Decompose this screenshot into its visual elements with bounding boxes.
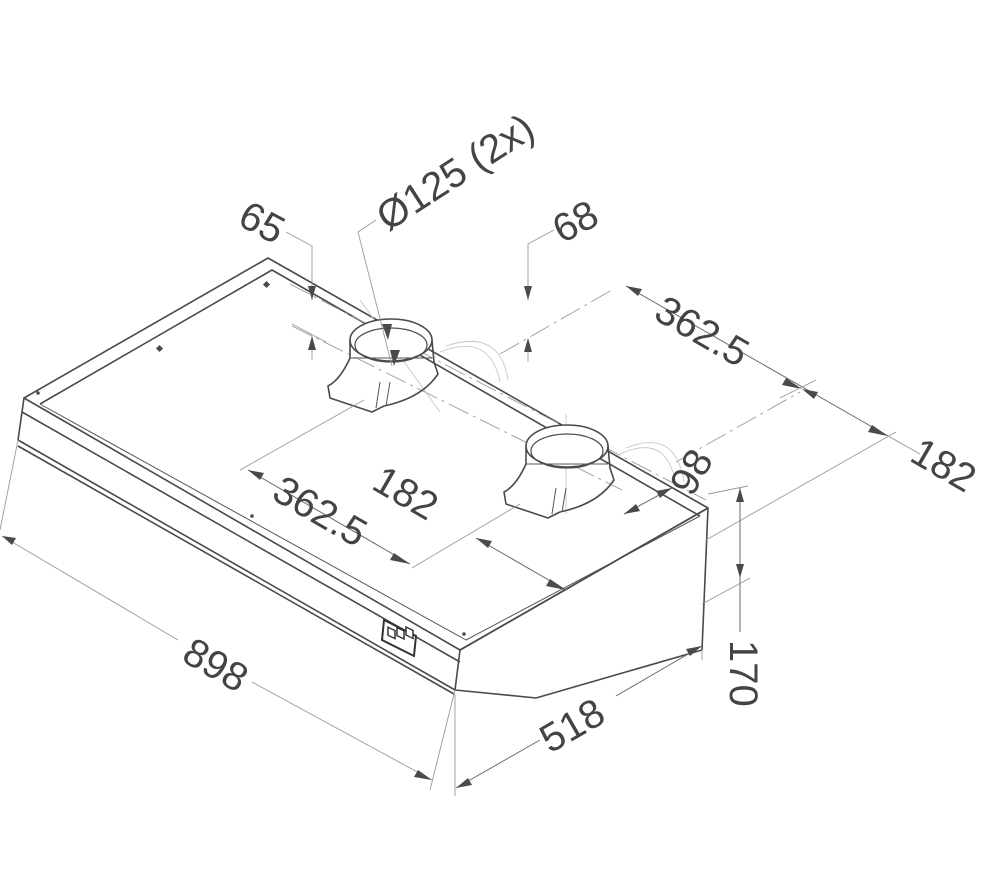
top-inner-rim-front	[39, 403, 467, 641]
dim-label-170: 170	[721, 640, 765, 707]
front-bottom-edge	[17, 439, 456, 691]
screw-hole	[462, 632, 466, 636]
screw-hole	[250, 514, 254, 518]
top-inner-rim-right	[465, 515, 701, 641]
dim-label-362-5-front: 362.5	[266, 468, 375, 556]
control-button-3[interactable]	[405, 625, 414, 640]
control-button-2[interactable]	[396, 626, 405, 641]
side-back-edge	[701, 507, 709, 651]
dim-label-518: 518	[533, 690, 613, 761]
side-bottom-edge	[454, 649, 703, 699]
control-panel[interactable]	[380, 618, 418, 658]
mounting-hole	[155, 344, 164, 353]
hood-body	[17, 257, 709, 699]
dim-label-182-front: 182	[366, 458, 446, 529]
duct-collar-right	[503, 424, 615, 519]
dim-label-898: 898	[176, 630, 256, 701]
dim-label-65: 65	[232, 193, 292, 253]
screw-hole	[36, 391, 40, 395]
front-lip-edge	[17, 445, 455, 695]
mounting-hole	[262, 280, 271, 289]
duct-collar-left	[327, 318, 439, 413]
control-button-1[interactable]	[387, 626, 396, 640]
dim-label-68: 68	[546, 192, 606, 252]
dim-label-diameter: Ø125 (2x)	[369, 106, 542, 240]
dim-label-362-5-top: 362.5	[648, 288, 757, 376]
dimension-lines	[0, 219, 921, 796]
side-top-edge	[459, 507, 709, 651]
dim-label-182-top: 182	[904, 430, 984, 501]
front-top-band	[21, 411, 461, 663]
front-right-edge	[454, 649, 461, 691]
front-left-edge	[17, 397, 25, 441]
